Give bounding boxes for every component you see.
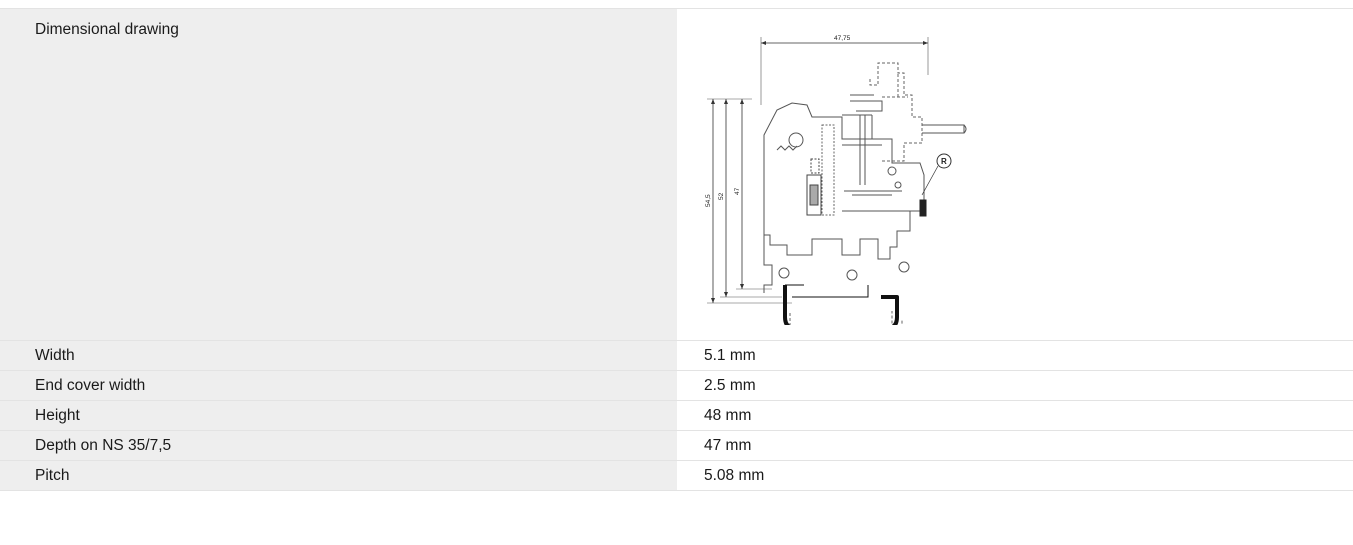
table-row: Pitch 5.08 mm [0, 461, 1353, 491]
dim-height-2: 52 [718, 192, 725, 200]
table-row: Depth on NS 35/7,5 47 mm [0, 431, 1353, 461]
dimensional-drawing-image: 47,75 54,5 52 4 [692, 35, 972, 342]
dim-height-3: 47 [734, 187, 741, 195]
dim-marker: R [941, 157, 947, 166]
row-label: Depth on NS 35/7,5 [0, 431, 677, 460]
row-label: Dimensional drawing [0, 9, 677, 340]
row-value: 2.5 mm [677, 371, 1353, 400]
row-label: Height [0, 401, 677, 430]
row-value: 47,75 54,5 52 4 [677, 9, 1353, 342]
row-value: 48 mm [677, 401, 1353, 430]
dim-height-1: 54,5 [705, 194, 712, 207]
dim-top-width: 47,75 [834, 35, 851, 42]
row-value: 5.1 mm [677, 341, 1353, 370]
row-value: 47 mm [677, 431, 1353, 460]
row-label: Pitch [0, 461, 677, 490]
table-row-dimensional-drawing: Dimensional drawing 47,75 [0, 9, 1353, 342]
table-row: Width 5.1 mm [0, 341, 1353, 371]
dimensional-drawing-label: Dimensional drawing [35, 21, 179, 38]
row-value: 5.08 mm [677, 461, 1353, 490]
table-row: End cover width 2.5 mm [0, 371, 1353, 401]
row-label: Width [0, 341, 677, 370]
row-label: End cover width [0, 371, 677, 400]
spec-table: Dimensional drawing 47,75 [0, 8, 1353, 491]
table-row: Height 48 mm [0, 401, 1353, 431]
